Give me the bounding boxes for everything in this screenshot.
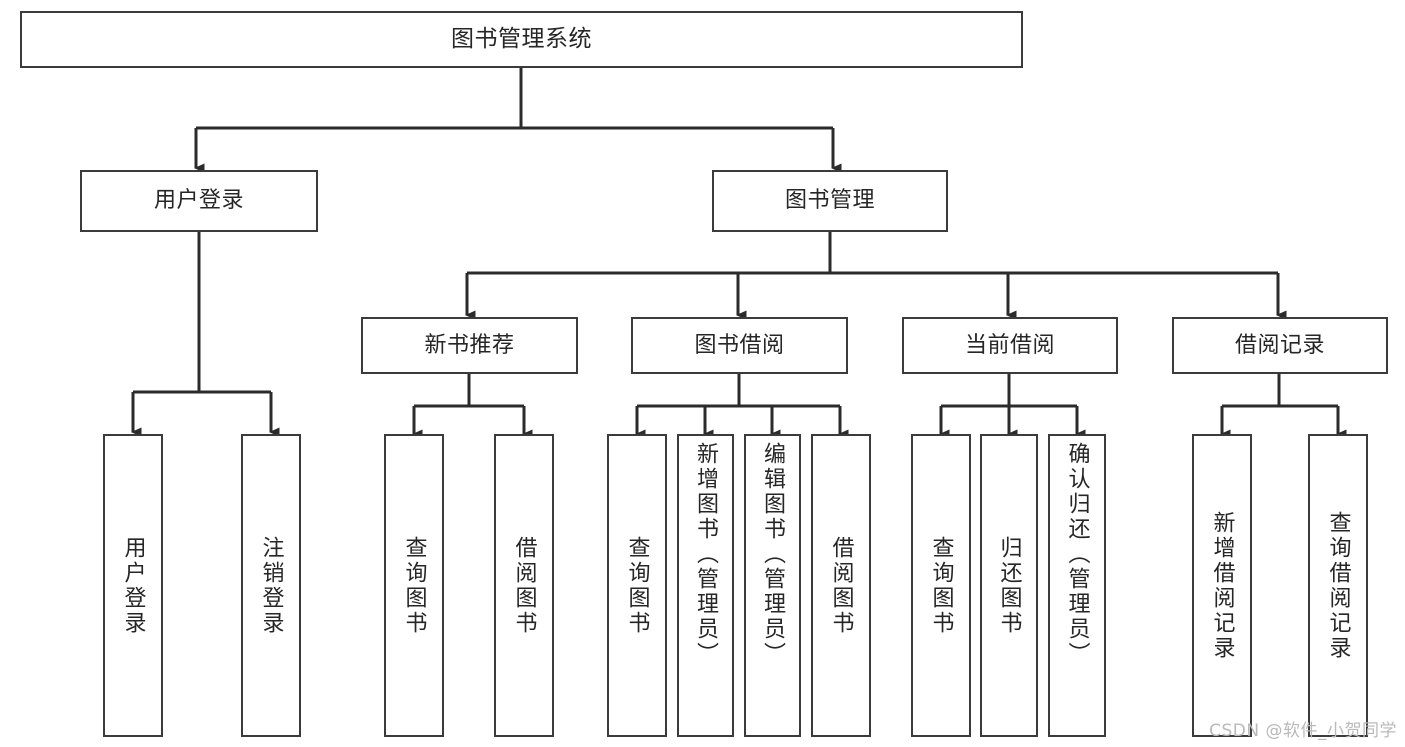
- node-label: 借阅图书: [511, 535, 537, 636]
- node-label: 图书借阅: [694, 332, 785, 358]
- node-label: 查询图书: [401, 535, 427, 636]
- node-user-login[interactable]: 用户登录: [80, 170, 318, 232]
- node-borrow-record[interactable]: 借阅记录: [1172, 317, 1388, 374]
- node-label: 查询借阅记录: [1325, 510, 1351, 661]
- watermark: CSDN @软件_小贺同学: [1209, 721, 1397, 741]
- node-new-book-recommend[interactable]: 新书推荐: [361, 317, 578, 374]
- node-label: 借阅图书: [828, 535, 854, 636]
- node-label: 注销登录: [258, 535, 284, 636]
- node-label: 新增图书（管理员）: [693, 442, 719, 667]
- node-label: 确认归还（管理员）: [1064, 442, 1090, 667]
- leaf-borrow-book[interactable]: 借阅图书: [811, 434, 871, 737]
- node-label: 用户登录: [153, 188, 244, 214]
- node-current-borrow[interactable]: 当前借阅: [902, 317, 1118, 374]
- node-label: 当前借阅: [964, 332, 1055, 358]
- node-label: 归还图书: [996, 535, 1022, 636]
- leaf-query-borrow-record[interactable]: 查询借阅记录: [1308, 434, 1368, 737]
- node-book-management[interactable]: 图书管理: [712, 170, 948, 232]
- leaf-query-book-newbook[interactable]: 查询图书: [384, 434, 444, 737]
- node-book-borrow[interactable]: 图书借阅: [631, 317, 848, 374]
- node-label: 借阅记录: [1234, 332, 1325, 358]
- leaf-borrow-book-newbook[interactable]: 借阅图书: [494, 434, 554, 737]
- node-label: 新增借阅记录: [1209, 510, 1235, 661]
- leaf-edit-book-admin[interactable]: 编辑图书（管理员）: [744, 434, 801, 737]
- node-label: 用户登录: [120, 535, 146, 636]
- leaf-add-book-admin[interactable]: 新增图书（管理员）: [677, 434, 734, 737]
- node-label: 新书推荐: [424, 332, 515, 358]
- node-label: 查询图书: [624, 535, 650, 636]
- leaf-query-book-current[interactable]: 查询图书: [911, 434, 971, 737]
- node-label: 图书管理系统: [451, 25, 592, 52]
- leaf-return-book[interactable]: 归还图书: [980, 434, 1038, 737]
- leaf-logout[interactable]: 注销登录: [241, 434, 301, 737]
- leaf-query-book-borrow[interactable]: 查询图书: [607, 434, 667, 737]
- node-label: 查询图书: [928, 535, 954, 636]
- node-root-system[interactable]: 图书管理系统: [20, 11, 1023, 68]
- leaf-user-login[interactable]: 用户登录: [103, 434, 163, 737]
- leaf-confirm-return-admin[interactable]: 确认归还（管理员）: [1048, 434, 1106, 737]
- node-label: 图书管理: [784, 188, 875, 214]
- leaf-add-borrow-record[interactable]: 新增借阅记录: [1192, 434, 1252, 737]
- node-label: 编辑图书（管理员）: [760, 442, 786, 667]
